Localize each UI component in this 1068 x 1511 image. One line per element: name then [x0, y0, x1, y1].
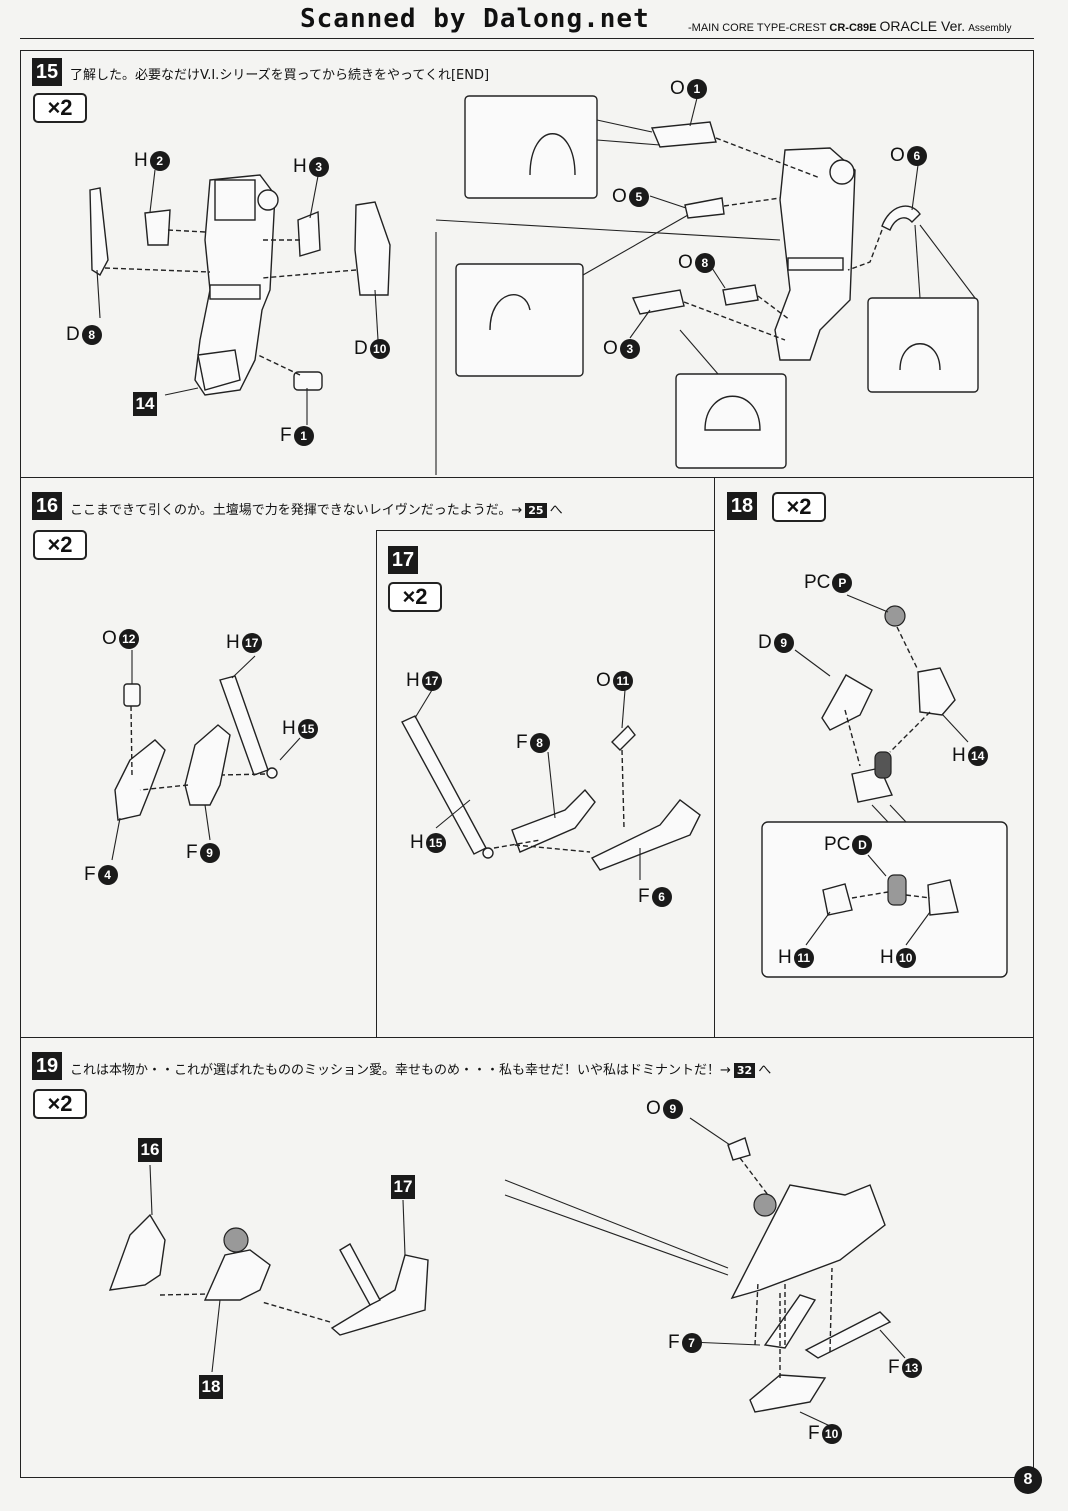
step-19-ref: 32 — [733, 1063, 756, 1078]
scanner-watermark: Scanned by Dalong.net — [300, 4, 650, 34]
step-15-text: 了解した。必要なだけV.I.シリーズを買ってから続きをやってくれ[END] — [70, 68, 490, 83]
divider-19 — [20, 1037, 1034, 1038]
ref-step-18: 18 — [199, 1375, 223, 1399]
step-16-text-end: へ — [549, 503, 563, 518]
label-leaders — [96, 97, 969, 1427]
page-frame — [20, 50, 1034, 1478]
leg-assembly-right — [435, 121, 921, 475]
step-18-number: 18 — [727, 492, 757, 520]
ref-step-16: 16 — [138, 1138, 162, 1162]
leg-assembly-left — [89, 174, 391, 396]
step-19-text-end: へ — [758, 1063, 772, 1078]
step-19-number: 19 — [32, 1052, 62, 1080]
version-label: ORACLE Ver. — [879, 18, 966, 34]
ref-step-14: 14 — [133, 392, 157, 416]
divider-17-18 — [714, 477, 715, 1037]
step-17-number: 17 — [388, 546, 418, 574]
step-18-multiplier: ×2 — [772, 492, 826, 522]
step19-right-art — [504, 1137, 892, 1413]
ref-step-17: 17 — [391, 1175, 415, 1199]
step-16-ref: 25 — [525, 503, 547, 518]
step18-art — [761, 605, 1008, 978]
step-19-text: これは本物か・・これが選ばれたもののミッション愛。幸せものめ・・・私も幸せだ！い… — [70, 1059, 771, 1078]
step16-art — [114, 675, 278, 821]
step-19-multiplier: ×2 — [33, 1089, 87, 1119]
step-16-text-main: ここまできて引くのか。土壇場で力を発揮できないレイヴンだったようだ。→ — [70, 503, 523, 518]
divider-16-17 — [376, 530, 377, 1037]
step-16-number: 16 — [32, 492, 62, 520]
divider-17-top — [376, 530, 714, 531]
step17-art — [401, 715, 701, 871]
header-rule — [20, 38, 1034, 39]
model-prefix: -MAIN CORE TYPE-CREST — [688, 22, 827, 34]
step-15-multiplier: ×2 — [33, 93, 87, 123]
divider-15 — [20, 477, 1034, 478]
section-label: Assembly — [968, 23, 1012, 34]
step-15-number: 15 — [32, 58, 62, 86]
step-16-multiplier: ×2 — [33, 530, 87, 560]
callout-boxes-15 — [455, 95, 979, 469]
step-19-text-main: これは本物か・・これが選ばれたもののミッション愛。幸せものめ・・・私も幸せだ！い… — [70, 1063, 731, 1078]
model-header: -MAIN CORE TYPE-CREST CR-C89E ORACLE Ver… — [688, 18, 1012, 34]
step-17-multiplier: ×2 — [388, 582, 442, 612]
step19-left-art — [108, 1213, 429, 1336]
model-code: CR-C89E — [829, 22, 877, 34]
page-number: 8 — [1014, 1466, 1042, 1494]
